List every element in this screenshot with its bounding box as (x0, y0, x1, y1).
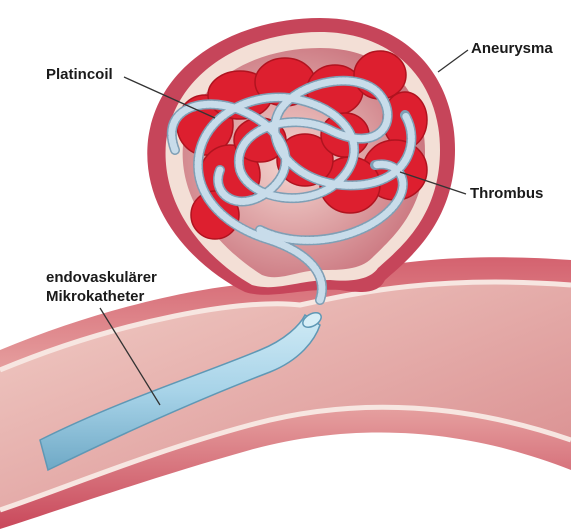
label-platincoil: Platincoil (46, 65, 113, 84)
leader-aneurysma (438, 50, 468, 72)
label-mikrokatheter-line1: endovaskulärer (46, 268, 157, 287)
label-mikrokatheter-line2: Mikrokatheter (46, 287, 157, 306)
label-mikrokatheter: endovaskulärer Mikrokatheter (46, 268, 157, 306)
label-aneurysma: Aneurysma (471, 39, 553, 58)
label-thrombus: Thrombus (470, 184, 543, 203)
